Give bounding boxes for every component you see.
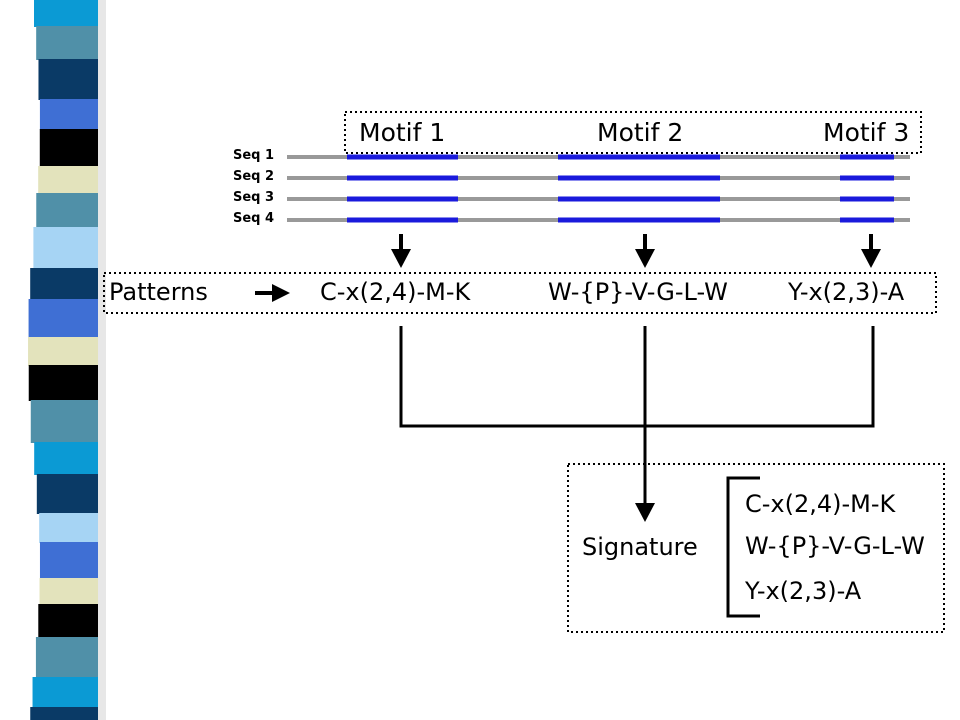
patterns-label: Patterns [109,278,208,306]
pattern-2: W-{P}-V-G-L-W [548,278,728,306]
pattern-3: Y-x(2,3)-A [788,278,905,306]
signature-box [567,463,945,633]
motif-segments [347,154,894,223]
seq-1-label: Seq 1 [233,148,275,163]
patterns-box [103,272,937,314]
motif-3-label: Motif 3 [823,118,910,147]
motif-2-label: Motif 2 [597,118,684,147]
arrow-down-icon [635,234,655,268]
arrow-right-icon [255,284,290,302]
seq-4-label: Seq 4 [233,211,275,226]
signature-line-3: Y-x(2,3)-A [745,577,862,605]
seq-3-label: Seq 3 [233,190,275,205]
motif-1-label: Motif 1 [359,118,446,147]
pattern-connector [399,326,875,522]
signature-line-2: W-{P}-V-G-L-W [745,532,925,560]
signature-line-1: C-x(2,4)-M-K [745,490,896,518]
signature-label: Signature [582,533,698,561]
arrow-down-icon [861,234,881,268]
motif-header-box [344,111,922,154]
signature-bracket [726,476,760,618]
motif-to-pattern-arrows [391,234,881,268]
pattern-1: C-x(2,4)-M-K [320,278,471,306]
arrow-down-icon [635,503,655,522]
seq-2-label: Seq 2 [233,169,275,184]
sequence-lines [287,155,910,222]
arrow-down-icon [391,234,411,268]
